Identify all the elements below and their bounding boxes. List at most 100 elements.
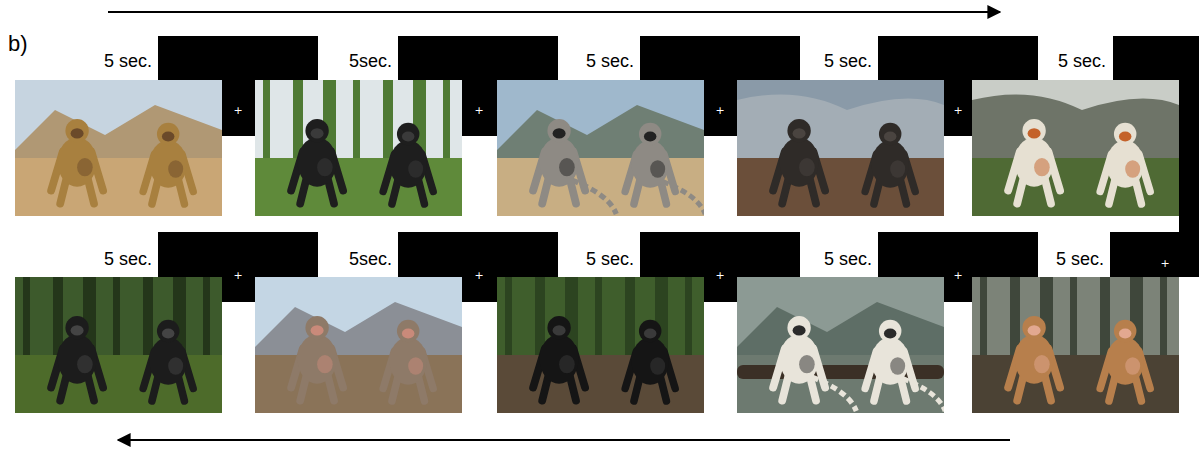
primate-figure	[625, 123, 704, 214]
duration-label: 5 sec.	[104, 250, 152, 270]
body	[540, 334, 579, 383]
black-screen	[878, 36, 1038, 136]
fixation-cross: +	[1160, 258, 1169, 269]
body	[871, 337, 909, 385]
primate-figure	[1100, 320, 1150, 401]
face	[553, 128, 566, 138]
face	[311, 325, 324, 335]
fixation-cross: +	[953, 105, 962, 116]
infant	[1034, 355, 1050, 373]
head	[1114, 320, 1137, 343]
primate-photo	[255, 277, 462, 413]
primate-figure	[291, 316, 343, 401]
face	[793, 128, 806, 138]
primate-figure	[865, 123, 915, 204]
face	[884, 132, 897, 142]
tail	[903, 379, 944, 412]
screen-shape	[640, 232, 800, 302]
primate-figure	[383, 320, 433, 401]
infant	[799, 355, 815, 373]
body	[631, 140, 669, 188]
head	[65, 119, 88, 142]
photo-sky	[737, 80, 944, 216]
duration-label: 5sec.	[349, 250, 392, 270]
screen-shape	[878, 232, 1038, 302]
photo-sky	[972, 277, 1179, 413]
photo-sky	[255, 80, 462, 216]
face	[402, 132, 415, 142]
black-screen	[640, 36, 800, 136]
head	[879, 320, 902, 343]
infant	[77, 355, 93, 373]
head	[305, 119, 328, 142]
primate-photo	[15, 80, 222, 216]
hills	[15, 105, 222, 160]
black-screen	[1110, 36, 1199, 277]
screen-shape	[878, 36, 1038, 136]
fixation-screen: +	[398, 232, 558, 302]
infant	[168, 160, 183, 178]
primate-figure	[1008, 119, 1060, 204]
infant	[650, 357, 665, 375]
primate-photo	[972, 80, 1179, 216]
fixation-cross: +	[233, 105, 242, 116]
fixation-screen: +	[640, 232, 800, 302]
primate-photo	[255, 80, 462, 216]
face	[553, 325, 566, 335]
infant	[317, 355, 333, 373]
primate-figure	[533, 316, 585, 401]
body	[780, 137, 819, 186]
primate-figure	[143, 320, 193, 401]
infant	[1125, 357, 1140, 375]
fixation-cross: +	[474, 105, 483, 116]
fixation-cross: +	[233, 270, 242, 281]
face	[71, 128, 84, 138]
infant	[408, 357, 423, 375]
screen-shape	[158, 36, 318, 136]
duration-label: 5 sec.	[1056, 250, 1104, 270]
duration-label: 5sec.	[349, 52, 392, 72]
face	[311, 128, 324, 138]
head	[787, 316, 810, 339]
primate-figure	[773, 119, 825, 204]
primate-figure	[865, 320, 944, 411]
screen-shape	[1110, 36, 1199, 277]
black-screen	[878, 232, 1038, 302]
face	[402, 329, 415, 339]
head	[305, 316, 328, 339]
body	[298, 334, 337, 383]
head	[1022, 316, 1045, 339]
fixation-cross: +	[715, 105, 724, 116]
fixation-screen: +	[1110, 36, 1199, 277]
photo-sky	[497, 80, 704, 216]
head	[639, 123, 662, 146]
hills	[497, 105, 704, 160]
head	[787, 119, 810, 142]
primate-photo	[737, 277, 944, 413]
infant	[799, 158, 815, 176]
black-screen	[158, 232, 318, 302]
body	[1015, 334, 1054, 383]
body	[389, 140, 427, 188]
screen-shape	[398, 232, 558, 302]
head	[1022, 119, 1045, 142]
primate-photo	[737, 80, 944, 216]
fixation-screen: +	[158, 232, 318, 302]
fixation-screen: +	[398, 36, 558, 136]
infant	[890, 357, 905, 375]
photo-sky	[15, 277, 222, 413]
face	[1028, 128, 1041, 138]
primate-figure	[1008, 316, 1060, 401]
face	[644, 329, 657, 339]
face	[1119, 132, 1132, 142]
face	[884, 329, 897, 339]
black-screen	[158, 36, 318, 136]
photo-sky	[737, 277, 944, 413]
primate-figure	[51, 316, 103, 401]
primate-photo	[15, 277, 222, 413]
face	[1028, 325, 1041, 335]
screen-shape	[158, 232, 318, 302]
primate-photo	[497, 277, 704, 413]
head	[879, 123, 902, 146]
head	[65, 316, 88, 339]
